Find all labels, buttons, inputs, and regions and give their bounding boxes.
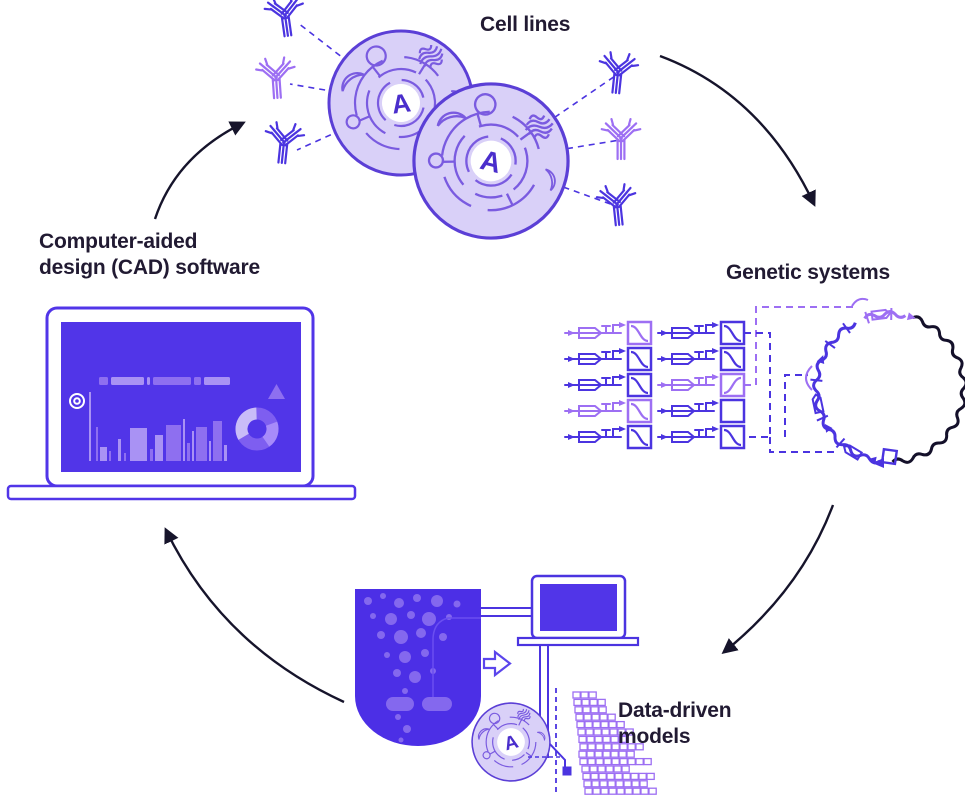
response-curve-box <box>719 372 746 398</box>
response-curve-box <box>719 424 746 450</box>
cell-nucleus <box>470 140 512 182</box>
cell-lines-label: Cell lines <box>480 13 571 36</box>
arrow-genetic-to-data <box>721 504 835 654</box>
arrow-cells-to-genetic <box>659 54 816 207</box>
stirrer-icon <box>386 697 414 711</box>
variant-table-icon <box>547 688 657 796</box>
data-models-label: Data-driven models <box>618 698 732 750</box>
cycle-arrows <box>153 54 835 704</box>
table-top <box>516 636 640 647</box>
cad-label: Computer-aided design (CAD) software <box>39 229 260 281</box>
target-icon <box>69 393 85 409</box>
arrow-data-to-cad <box>164 527 345 704</box>
donut-chart-icon <box>235 407 279 451</box>
cell-nucleus <box>382 84 420 122</box>
plasmid-icon <box>805 297 965 468</box>
response-curve-box <box>719 346 746 372</box>
response-curve-box <box>626 398 653 424</box>
cell-lines-illustration: AA <box>255 0 642 240</box>
organelle-squiggle <box>517 708 531 722</box>
response-curve-box <box>719 398 746 424</box>
response-curve-box <box>626 320 653 346</box>
flow-arrow-icon <box>482 649 512 678</box>
genetic-circuit-row <box>564 372 653 398</box>
annotation-track-icon <box>99 377 230 385</box>
antibody-icon <box>255 56 296 100</box>
genetic-circuit-row <box>564 320 653 346</box>
cad-label-line1: Computer-aided <box>39 230 198 253</box>
bioreactor-tank <box>355 589 481 746</box>
asimov-logo: A <box>390 87 413 119</box>
data-models-label-line2: models <box>618 725 691 748</box>
asimov-logo: A <box>502 731 521 755</box>
genetic-circuit-row <box>657 320 746 346</box>
cell-icon: A <box>412 82 570 240</box>
response-curve-box <box>719 320 746 346</box>
response-curve-box <box>626 372 653 398</box>
histogram-icon <box>89 392 227 461</box>
genetic-circuit-row <box>564 346 653 372</box>
arrow-cad-to-cells <box>153 121 246 220</box>
response-curve-box <box>626 346 653 372</box>
organelle-squiggle <box>418 44 444 68</box>
genetic-systems-illustration <box>564 297 965 468</box>
cad-label-line2: design (CAD) software <box>39 256 260 279</box>
organelle-squiggle <box>524 114 554 139</box>
monitor-laptop-icon <box>516 574 640 758</box>
genetic-circuit-row <box>657 398 746 424</box>
laptop-base <box>6 484 357 501</box>
bioreactor-icon <box>355 589 532 746</box>
response-curve-box <box>626 424 653 450</box>
cell-icon: A <box>471 702 551 782</box>
antibody-icon <box>263 0 304 38</box>
genetic-circuit-row <box>564 398 653 424</box>
triangle-icon <box>268 384 285 399</box>
data-models-label-line1: Data-driven <box>618 699 732 722</box>
genetic-circuit-row <box>564 424 653 450</box>
cell-nucleus <box>497 728 525 756</box>
cad-laptop-icon <box>6 306 357 501</box>
genetic-circuit-row <box>657 372 746 398</box>
genetic-systems-label: Genetic systems <box>726 261 890 284</box>
antibody-icon <box>595 183 637 227</box>
antibody-icon <box>598 51 640 95</box>
genetic-circuit-row <box>657 424 746 450</box>
genetic-circuit-row <box>657 346 746 372</box>
antibody-icon <box>264 121 306 165</box>
antibody-icon <box>600 117 642 161</box>
